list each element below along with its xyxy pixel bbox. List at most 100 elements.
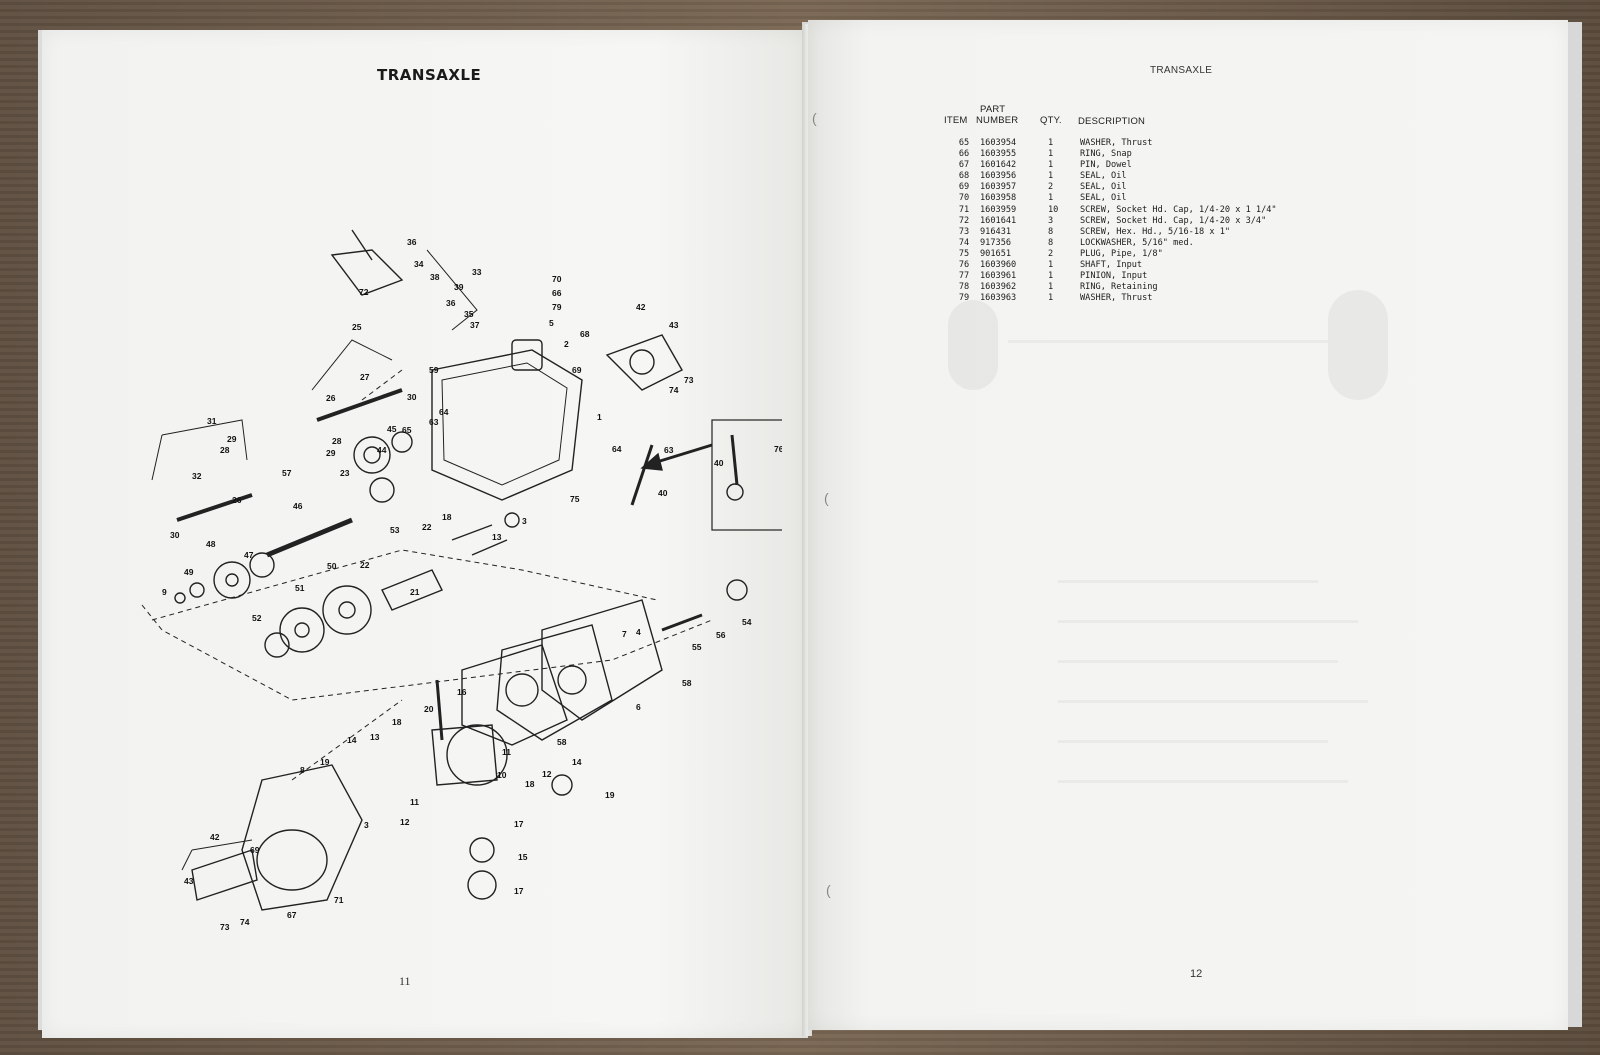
- svg-text:22: 22: [422, 522, 432, 532]
- svg-text:12: 12: [542, 769, 552, 779]
- cell-qty: 1: [1048, 193, 1054, 204]
- svg-text:49: 49: [184, 567, 194, 577]
- cell-item: 68: [958, 171, 970, 182]
- svg-text:22: 22: [360, 560, 370, 570]
- svg-text:68: 68: [580, 329, 590, 339]
- svg-text:42: 42: [210, 832, 220, 842]
- svg-text:30: 30: [170, 530, 180, 540]
- cell-qty: 8: [1048, 226, 1054, 237]
- svg-text:28: 28: [220, 445, 230, 455]
- svg-text:73: 73: [220, 922, 230, 932]
- svg-text:11: 11: [410, 797, 419, 807]
- svg-text:39: 39: [454, 282, 464, 292]
- svg-text:46: 46: [293, 501, 303, 511]
- svg-text:55: 55: [692, 642, 702, 652]
- svg-text:8: 8: [300, 765, 305, 775]
- cell-qty: 1: [1048, 271, 1054, 282]
- svg-text:27: 27: [360, 372, 370, 382]
- svg-text:59: 59: [429, 365, 439, 375]
- svg-text:17: 17: [514, 886, 524, 896]
- cell-part: 1601641: [980, 215, 1017, 226]
- cell-part: 1603962: [980, 282, 1017, 293]
- svg-text:58: 58: [557, 737, 567, 747]
- svg-text:51: 51: [295, 583, 305, 593]
- svg-text:11: 11: [502, 747, 511, 757]
- svg-text:65: 65: [402, 425, 412, 435]
- cell-part: 1603958: [980, 193, 1017, 204]
- svg-text:13: 13: [492, 532, 502, 542]
- svg-text:67: 67: [287, 910, 297, 920]
- bleed-through-shape: [948, 300, 998, 390]
- svg-text:45: 45: [387, 424, 397, 434]
- svg-text:74: 74: [240, 917, 250, 927]
- binding-hole-mark: (: [812, 110, 817, 126]
- cell-description: LOCKWASHER, 5/16" med.: [1080, 237, 1194, 248]
- svg-text:72: 72: [359, 287, 369, 297]
- svg-text:64: 64: [439, 407, 449, 417]
- cell-description: RING, Snap: [1080, 149, 1132, 160]
- cell-part: 1603956: [980, 171, 1017, 182]
- open-manual: TRANSAXLE: [30, 12, 1582, 1042]
- svg-text:16: 16: [457, 687, 467, 697]
- header-number: NUMBER: [976, 115, 1019, 126]
- cell-item: 74: [958, 237, 970, 248]
- cell-qty: 8: [1048, 237, 1054, 248]
- cell-part: 1603961: [980, 271, 1017, 282]
- cell-description: SCREW, Socket Hd. Cap, 1/4-20 x 3/4": [1080, 215, 1267, 226]
- cell-description: SHAFT, Input: [1080, 260, 1143, 271]
- cell-part: 1601642: [980, 160, 1017, 171]
- cell-part: 1603957: [980, 182, 1017, 193]
- svg-text:3: 3: [522, 516, 527, 526]
- svg-text:64: 64: [612, 444, 622, 454]
- bleed-through-line: [1058, 700, 1368, 703]
- svg-text:10: 10: [497, 770, 507, 780]
- cell-description: WASHER, Thrust: [1080, 293, 1153, 304]
- svg-text:9: 9: [162, 587, 167, 597]
- svg-text:12: 12: [400, 817, 410, 827]
- svg-text:69: 69: [250, 845, 260, 855]
- cell-item: 71: [958, 204, 970, 215]
- book-gutter: [802, 24, 812, 1036]
- bleed-through-line: [1058, 580, 1318, 583]
- svg-text:18: 18: [442, 512, 452, 522]
- svg-text:71: 71: [334, 895, 344, 905]
- cell-item: 66: [958, 149, 970, 160]
- svg-text:3: 3: [364, 820, 369, 830]
- svg-text:70: 70: [552, 274, 562, 284]
- svg-text:28: 28: [332, 436, 342, 446]
- svg-text:52: 52: [252, 613, 262, 623]
- cell-item: 76: [958, 260, 970, 271]
- svg-text:7: 7: [622, 629, 627, 639]
- cell-part: 1603959: [980, 204, 1017, 215]
- svg-text:2: 2: [564, 339, 569, 349]
- svg-text:14: 14: [572, 757, 582, 767]
- svg-text:63: 63: [429, 417, 439, 427]
- cell-part: 1603960: [980, 260, 1017, 271]
- cell-part: 1603954: [980, 138, 1017, 148]
- svg-text:79: 79: [552, 302, 562, 312]
- cell-part: 1603955: [980, 149, 1017, 160]
- cell-qty: 1: [1048, 149, 1054, 160]
- svg-text:42: 42: [636, 302, 646, 312]
- cell-item: 70: [958, 193, 970, 204]
- right-page-title: TRANSAXLE: [1150, 65, 1213, 76]
- cell-description: SEAL, Oil: [1080, 193, 1127, 204]
- svg-text:53: 53: [390, 525, 400, 535]
- svg-text:73: 73: [684, 375, 694, 385]
- svg-text:25: 25: [352, 322, 362, 332]
- cell-item: 79: [958, 293, 970, 304]
- cell-description: SEAL, Oil: [1080, 182, 1127, 193]
- header-part: PART: [980, 104, 1006, 115]
- svg-text:31: 31: [207, 416, 217, 426]
- svg-text:34: 34: [414, 259, 424, 269]
- svg-text:38: 38: [430, 272, 440, 282]
- cell-qty: 10: [1048, 204, 1059, 215]
- left-page: TRANSAXLE: [42, 30, 808, 1038]
- cell-part: 1603963: [980, 293, 1017, 304]
- cell-part: 917356: [980, 237, 1012, 248]
- svg-text:43: 43: [669, 320, 679, 330]
- svg-text:40: 40: [658, 488, 668, 498]
- cell-part: 916431: [980, 226, 1012, 237]
- svg-text:36: 36: [446, 298, 456, 308]
